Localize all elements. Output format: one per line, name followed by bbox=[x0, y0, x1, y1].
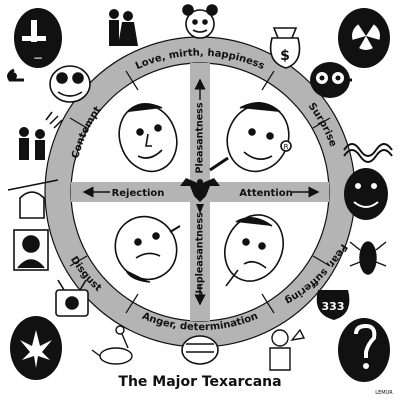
svg-text:−: − bbox=[33, 51, 43, 65]
face-upper-left bbox=[118, 103, 178, 173]
money-bag-icon: $ bbox=[269, 27, 301, 69]
outer-ring bbox=[45, 37, 355, 347]
snake-coil-icon bbox=[343, 143, 393, 163]
plus-minus-head-icon: − bbox=[7, 8, 62, 82]
sad-couple-icon bbox=[19, 111, 63, 160]
face-lower-left bbox=[114, 215, 181, 283]
axis-label-attention: Attention bbox=[239, 188, 292, 199]
cartoon-critter-icon bbox=[182, 4, 218, 39]
svg-text:333: 333 bbox=[322, 300, 345, 313]
question-head-icon bbox=[338, 318, 390, 382]
cockroach-icon bbox=[349, 241, 387, 275]
television-icon bbox=[55, 279, 89, 317]
svg-text:$: $ bbox=[280, 48, 290, 64]
axis-arrows bbox=[82, 78, 320, 306]
axis-label-pleasantness: Pleasantness bbox=[195, 102, 206, 173]
monster-face-icon bbox=[49, 65, 91, 103]
gravestone-icon bbox=[7, 179, 59, 219]
svg-text:R: R bbox=[284, 143, 289, 151]
axis-label-unpleasantness: Unpleasantness bbox=[195, 212, 206, 298]
grinning-mask-icon bbox=[344, 168, 388, 220]
couple-icon bbox=[109, 9, 138, 46]
face-lower-right bbox=[224, 214, 284, 287]
artist-signature: LEMUR bbox=[375, 390, 393, 396]
emotion-wheel bbox=[44, 36, 356, 348]
portrait-icon bbox=[13, 229, 49, 271]
goggle-eyes-icon bbox=[310, 62, 350, 98]
radiation-head-icon bbox=[333, 8, 390, 82]
ring-dividers bbox=[69, 70, 331, 314]
cannabis-head-icon bbox=[10, 316, 62, 380]
fist-icon bbox=[181, 335, 219, 365]
scissors-rat-icon bbox=[91, 325, 133, 365]
scientist-icon bbox=[269, 328, 306, 371]
page-title: The Major Texarcana bbox=[118, 374, 281, 390]
ticket-bag-icon: 333 bbox=[316, 290, 350, 320]
face-upper-right: R bbox=[209, 102, 292, 173]
axis-label-rejection: Rejection bbox=[112, 188, 165, 199]
center-eagle-icon bbox=[180, 178, 220, 214]
